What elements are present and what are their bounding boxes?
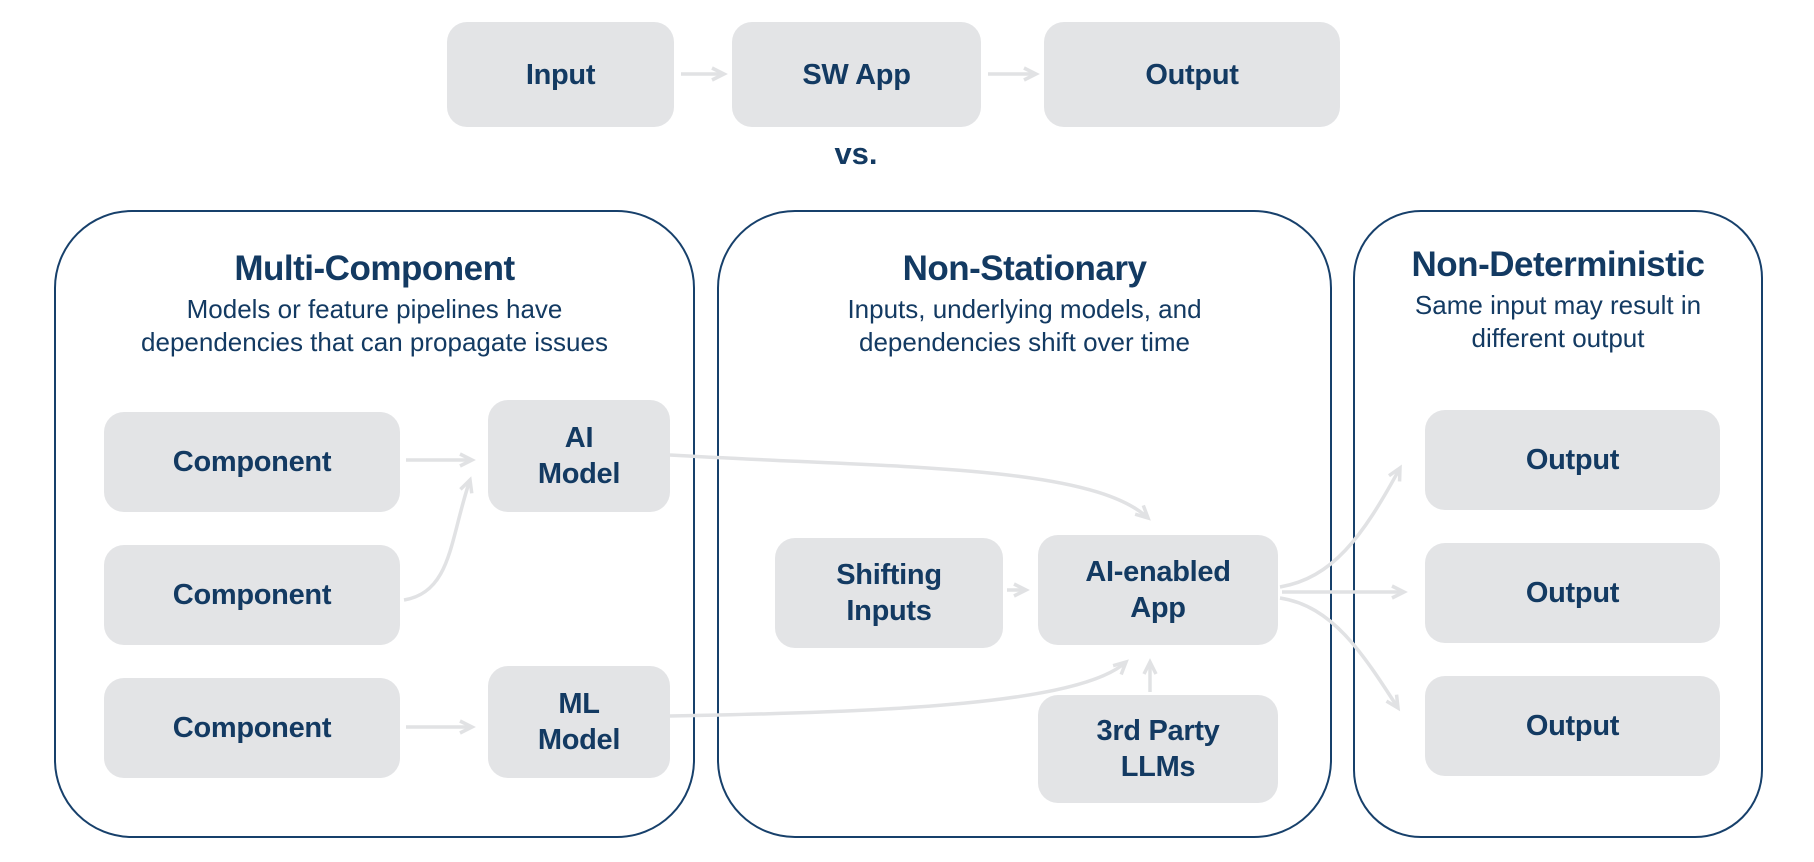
ai-enabled-app-label-line1: AI-enabled — [1085, 556, 1231, 588]
ml-model-label-line2: Model — [537, 724, 621, 756]
component-box-1: Component — [104, 412, 400, 512]
component-box-3: Component — [104, 678, 400, 778]
component-box-2: Component — [104, 545, 400, 645]
component-box-3-label: Component — [172, 712, 332, 744]
panel-multi-component-subtitle: Models or feature pipelines have depende… — [54, 293, 695, 359]
ai-model-label-line1: AI — [564, 422, 594, 454]
versus-label: vs. — [834, 136, 878, 171]
sw-app-box-label: SW App — [802, 58, 911, 91]
ml-model-box: ML Model — [488, 666, 670, 778]
output-box-top: Output — [1044, 22, 1340, 127]
output-box-3-label: Output — [1525, 710, 1620, 742]
input-box: Input — [447, 22, 674, 127]
third-party-llms-label-line2: LLMs — [1120, 751, 1196, 783]
third-party-llms-label-line1: 3rd Party — [1096, 715, 1220, 747]
subtitle-line: dependencies that can propagate issues — [141, 327, 608, 357]
output-box-2: Output — [1425, 543, 1720, 643]
panel-non-deterministic-head: Non-Deterministic Same input may result … — [1353, 244, 1763, 355]
ml-model-label-line1: ML — [558, 688, 600, 720]
output-box-3: Output — [1425, 676, 1720, 776]
shifting-inputs-box: Shifting Inputs — [775, 538, 1003, 648]
component-box-1-label: Component — [172, 446, 332, 478]
sw-app-box: SW App — [732, 22, 981, 127]
subtitle-line: Models or feature pipelines have — [186, 294, 563, 324]
panel-multi-component — [54, 210, 695, 838]
output-box-1-label: Output — [1525, 444, 1620, 476]
component-box-2-label: Component — [172, 579, 332, 611]
panel-non-stationary-subtitle: Inputs, underlying models, and dependenc… — [717, 293, 1332, 359]
ai-model-box: AI Model — [488, 400, 670, 512]
ai-enabled-app-box: AI-enabled App — [1038, 535, 1278, 645]
panel-non-stationary-head: Non-Stationary Inputs, underlying models… — [717, 248, 1332, 359]
panel-non-stationary-title: Non-Stationary — [902, 249, 1147, 288]
subtitle-line: Inputs, underlying models, and — [847, 294, 1202, 324]
subtitle-line: Same input may result in — [1414, 290, 1702, 320]
output-box-2-label: Output — [1525, 577, 1620, 609]
panel-multi-component-title: Multi-Component — [234, 249, 515, 288]
output-box-1: Output — [1425, 410, 1720, 510]
third-party-llms-box: 3rd Party LLMs — [1038, 695, 1278, 803]
panel-multi-component-head: Multi-Component Models or feature pipeli… — [54, 248, 695, 359]
panel-non-deterministic-title: Non-Deterministic — [1411, 245, 1705, 284]
shifting-inputs-label-line1: Shifting — [836, 559, 942, 591]
panel-non-deterministic-subtitle: Same input may result in different outpu… — [1353, 289, 1763, 355]
ai-enabled-app-label-line2: App — [1130, 592, 1186, 624]
ai-model-label-line2: Model — [537, 458, 621, 490]
output-box-top-label: Output — [1145, 58, 1239, 91]
input-box-label: Input — [525, 58, 596, 91]
shifting-inputs-label-line2: Inputs — [846, 595, 932, 627]
subtitle-line: dependencies shift over time — [859, 327, 1190, 357]
subtitle-line: different output — [1471, 323, 1645, 353]
